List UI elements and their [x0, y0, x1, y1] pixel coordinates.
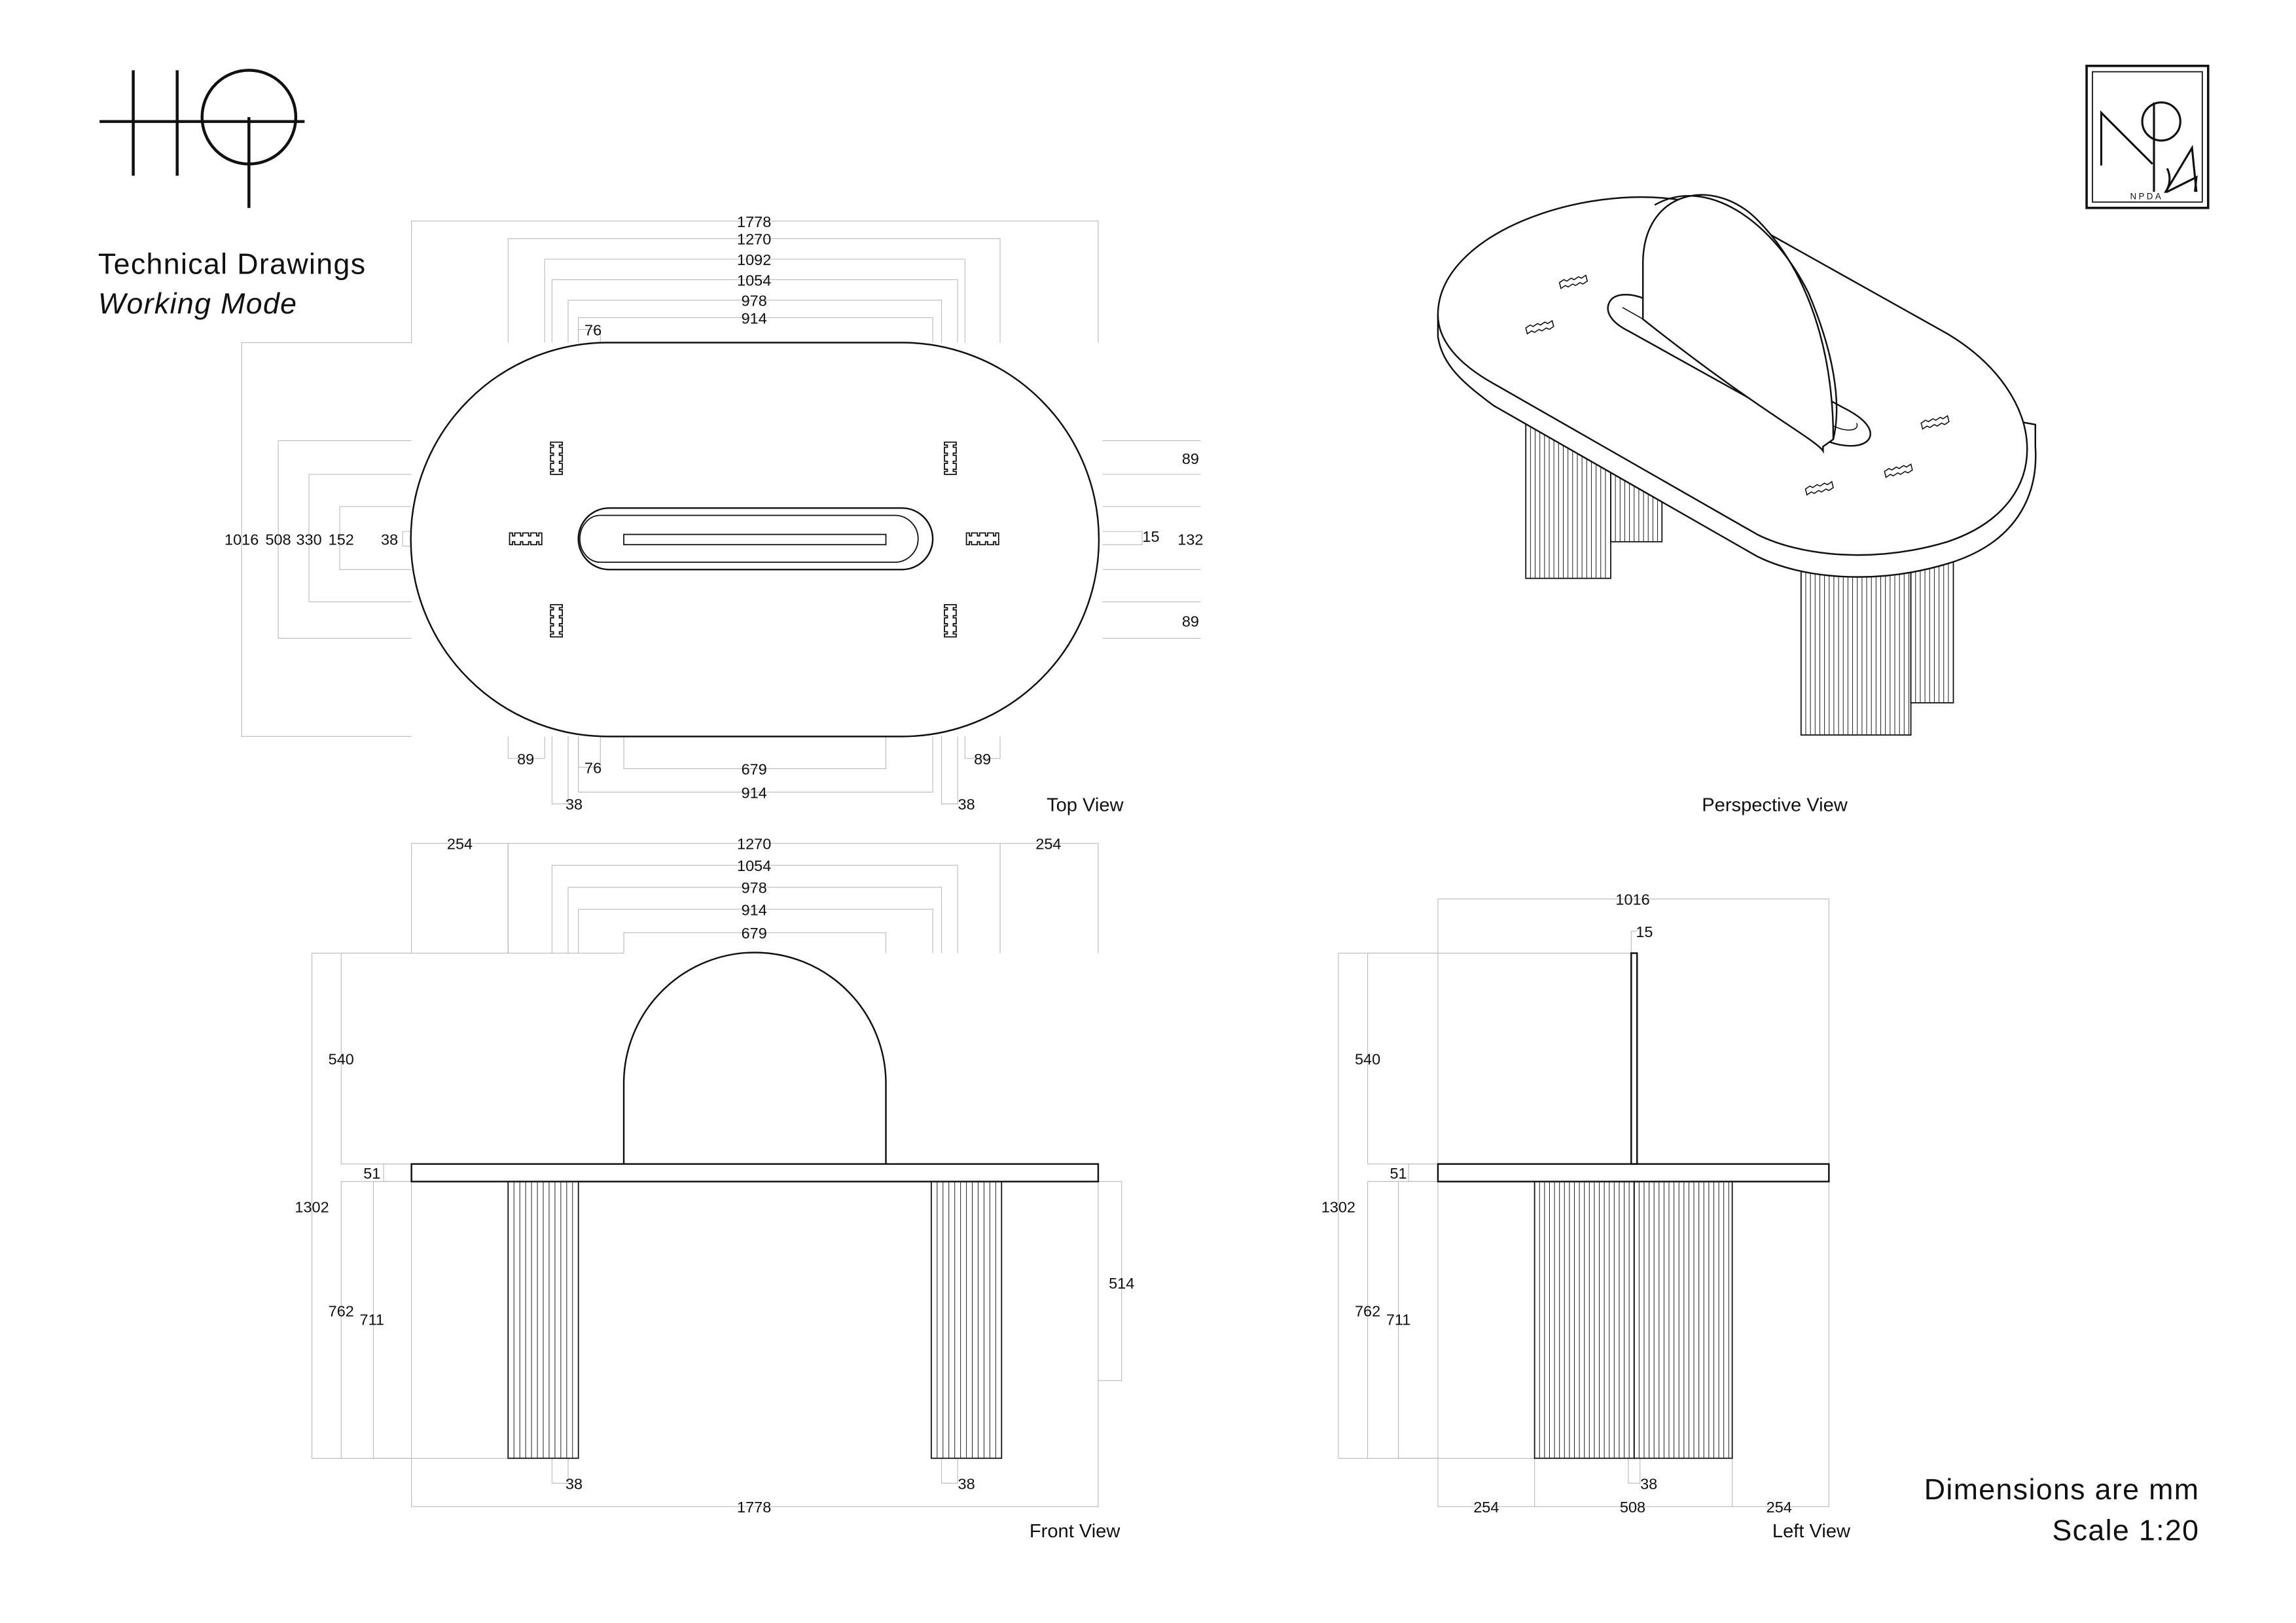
left-view-caption: Left View — [1772, 1521, 1851, 1542]
dim-label: 1270 — [737, 836, 771, 853]
front-view-caption: Front View — [1030, 1521, 1121, 1542]
hq-logo — [99, 69, 305, 208]
dim-label: 38 — [565, 796, 583, 813]
dim-label: 514 — [1109, 1275, 1134, 1292]
dim-label: 254 — [447, 836, 473, 853]
left-view: 1016 15 540 51 1302 762 711 38 254 508 2… — [1321, 891, 1851, 1542]
screen-slot-inner — [600, 514, 919, 563]
connector-icon — [550, 604, 563, 638]
tabletop — [410, 1163, 1100, 1183]
units-note: Dimensions are mm — [1924, 1473, 2200, 1506]
left-view-dimension-lines — [1338, 899, 1829, 1507]
dim-label: 1270 — [737, 231, 771, 248]
dim-label: 1302 — [295, 1198, 329, 1215]
dim-label: 89 — [1182, 613, 1199, 630]
dim-label: 762 — [329, 1302, 354, 1319]
dim-label: 38 — [958, 796, 975, 813]
dim-label: 978 — [742, 293, 767, 310]
dim-label: 330 — [296, 531, 321, 548]
dim-label: 76 — [584, 759, 601, 776]
screen-slot — [623, 533, 887, 546]
dim-label: 540 — [329, 1050, 354, 1067]
front-view-dimension-lines — [311, 843, 1122, 1507]
dim-label: 89 — [1182, 450, 1199, 467]
tabletop-outline — [410, 342, 1100, 738]
dim-label: 711 — [1386, 1311, 1410, 1329]
dim-label: 914 — [742, 784, 767, 801]
dim-label: 38 — [958, 1475, 975, 1492]
privacy-screen — [1630, 952, 1638, 1165]
screen-slot — [1607, 294, 1871, 447]
front-view: 254 1270 254 1054 978 914 679 540 51 130… — [295, 836, 1134, 1543]
screen-slot-outer — [577, 507, 934, 571]
leg-outline — [1633, 1181, 1733, 1459]
top-view-caption: Top View — [1047, 794, 1124, 815]
perspective-view-caption: Perspective View — [1702, 794, 1848, 815]
dim-label: 254 — [1767, 1499, 1792, 1516]
dim-label: 38 — [381, 531, 398, 548]
privacy-screen — [1641, 194, 1835, 454]
connector-icon — [1920, 415, 1950, 430]
leg-connectors — [1525, 274, 1950, 496]
screen-slot-end — [579, 514, 601, 563]
tabletop — [1437, 1163, 1830, 1183]
sheet-title: Technical Drawings — [98, 247, 367, 280]
dim-label: 978 — [742, 880, 767, 897]
connector-icon — [944, 604, 957, 638]
dim-label: 540 — [1355, 1050, 1380, 1067]
dim-label: 1778 — [737, 213, 771, 230]
dim-label: 89 — [974, 751, 991, 768]
connector-icon — [1804, 480, 1834, 496]
connector-icon — [1558, 274, 1588, 290]
dim-label: 508 — [265, 531, 291, 548]
top-view: 1778 1270 1092 1054 978 914 76 1016 508 … — [224, 213, 1203, 816]
dim-label: 508 — [1620, 1499, 1645, 1516]
dim-label: 15 — [1636, 923, 1653, 940]
dim-label: 38 — [1640, 1475, 1657, 1492]
npda-logo — [2085, 64, 2210, 209]
scale-note: Scale 1:20 — [2053, 1514, 2200, 1547]
dim-label: 51 — [1390, 1165, 1407, 1182]
connector-icon — [965, 532, 999, 546]
dim-label: 132 — [1177, 531, 1203, 548]
connector-icon — [550, 441, 563, 475]
dim-label: 679 — [742, 925, 767, 942]
fluted-legs — [1534, 1181, 1733, 1459]
fluted-legs — [507, 1181, 1003, 1459]
dim-label: 89 — [517, 751, 534, 768]
dim-label: 152 — [329, 531, 354, 548]
connector-icon — [1884, 463, 1913, 478]
perspective-view: Perspective View — [1437, 194, 2037, 815]
privacy-screen — [622, 952, 887, 1164]
top-view-dimension-lines — [241, 221, 1201, 804]
dim-label: 762 — [1355, 1302, 1380, 1319]
connector-icon — [509, 532, 543, 546]
dim-label: 51 — [363, 1165, 380, 1182]
dim-label: 1016 — [224, 531, 259, 548]
dim-label: 254 — [1473, 1499, 1499, 1516]
dim-label: 679 — [742, 761, 767, 778]
connector-icon — [1525, 319, 1554, 335]
leg-connectors — [509, 441, 999, 638]
sheet-subtitle: Working Mode — [98, 287, 298, 320]
dim-label: 38 — [565, 1475, 583, 1492]
dim-label: 914 — [742, 310, 767, 327]
connector-icon — [944, 441, 957, 475]
dim-label: 15 — [1142, 528, 1159, 545]
brand-logo-text: NPDA — [2130, 191, 2163, 201]
dim-label: 1778 — [737, 1499, 771, 1516]
dim-label: 1092 — [737, 251, 771, 268]
dim-label: 1054 — [737, 272, 771, 289]
privacy-screen-edge — [1654, 194, 1838, 440]
dim-label: 76 — [584, 321, 601, 338]
dim-label: 914 — [742, 901, 767, 918]
dim-label: 1302 — [1321, 1198, 1355, 1215]
dim-label: 1054 — [737, 857, 771, 874]
dim-label: 711 — [360, 1311, 384, 1329]
dim-label: 254 — [1035, 836, 1061, 853]
dim-label: 1016 — [1615, 891, 1649, 908]
